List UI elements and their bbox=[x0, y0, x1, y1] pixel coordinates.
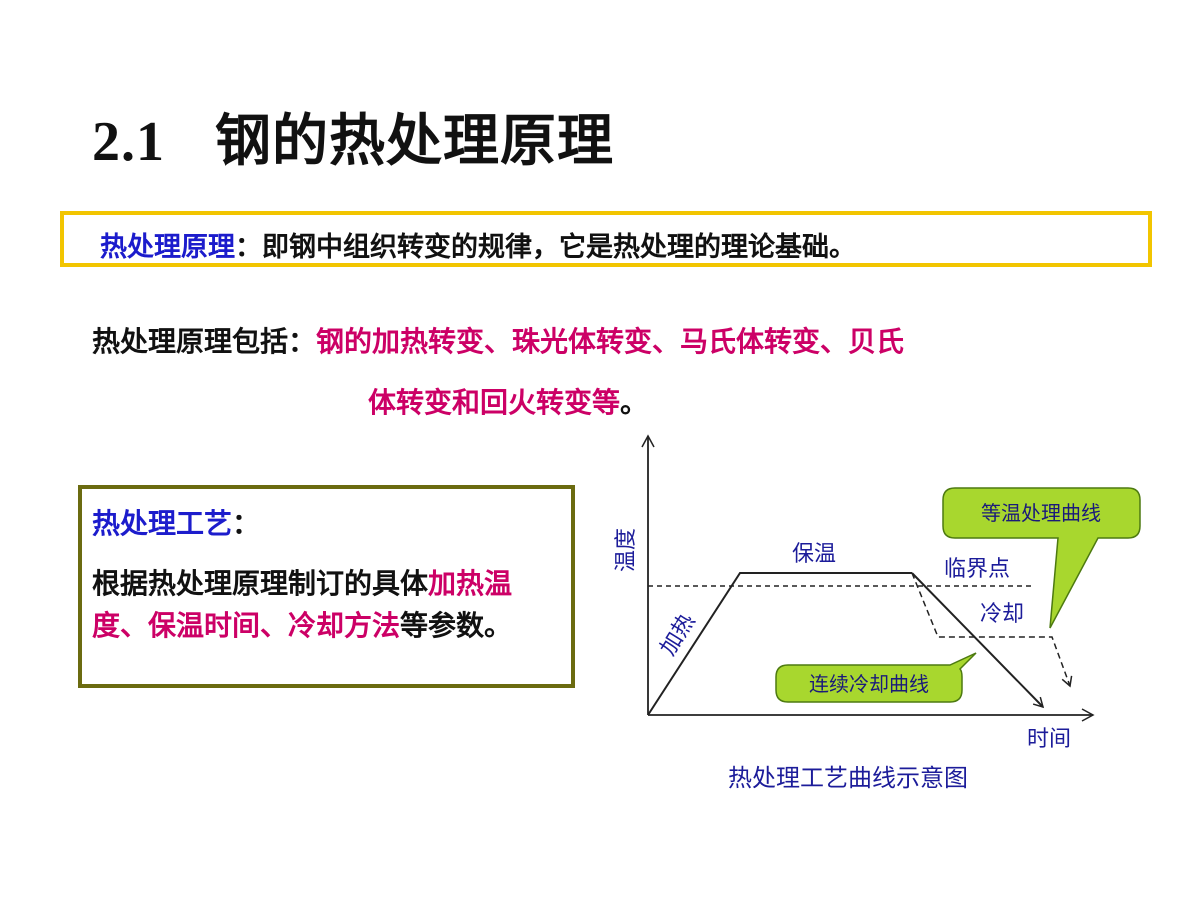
cooling-label: 冷却 bbox=[980, 602, 1024, 627]
process-term: 热处理工艺 bbox=[92, 507, 233, 540]
heating-holding-curve bbox=[647, 572, 912, 716]
definition-term: 热处理原理 bbox=[100, 232, 235, 263]
diagram-caption: 热处理工艺曲线示意图 bbox=[728, 764, 968, 792]
includes-items-2: 体转变和回火转变等 bbox=[368, 386, 621, 419]
x-axis-label: 时间 bbox=[1027, 727, 1071, 752]
continuous-callout-text: 连续冷却曲线 bbox=[809, 672, 929, 696]
includes-prefix: 热处理原理包括： bbox=[92, 325, 317, 358]
section-title: 钢的热处理原理 bbox=[215, 109, 614, 174]
continuous-callout-bubble bbox=[775, 652, 977, 703]
process-body-start: 根据热处理原理制订的具体 bbox=[92, 567, 429, 600]
includes-end: 。 bbox=[620, 386, 649, 419]
isothermal-callout-bubble bbox=[942, 487, 1141, 629]
definition-box bbox=[60, 211, 1152, 267]
process-box bbox=[78, 485, 575, 688]
definition-body: ：即钢中组织转变的规律，它是热处理的理论基础。 bbox=[235, 232, 856, 263]
critical-point-label: 临界点 bbox=[944, 557, 1010, 582]
isothermal-callout-text: 等温处理曲线 bbox=[981, 501, 1101, 525]
heating-label: 加热 bbox=[656, 610, 701, 661]
isothermal-cooling-curve bbox=[911, 572, 1073, 688]
process-highlight: 加热温度、保温时间、冷却方法 bbox=[92, 567, 513, 642]
definition-text: 热处理原理：即钢中组织转变的规律，它是热处理的理论基础。 bbox=[100, 225, 856, 264]
holding-label: 保温 bbox=[792, 542, 836, 567]
y-axis-label: 温度 bbox=[614, 528, 639, 572]
process-body: 根据热处理原理制订的具体加热温度、保温时间、冷却方法等参数。 bbox=[92, 563, 567, 647]
process-colon: ： bbox=[232, 507, 261, 540]
continuous-cooling-line bbox=[911, 572, 1045, 709]
includes-line-1: 热处理原理包括：钢的加热转变、珠光体转变、马氏体转变、贝氏 bbox=[92, 320, 904, 360]
process-heading: 热处理工艺： bbox=[92, 502, 260, 542]
includes-line-2: 体转变和回火转变等。 bbox=[368, 381, 648, 421]
process-body-end: 等参数。 bbox=[400, 609, 513, 642]
includes-items-1: 钢的加热转变、珠光体转变、马氏体转变、贝氏 bbox=[316, 325, 905, 358]
section-number: 2.1 bbox=[92, 111, 165, 173]
page-title: 2.1 钢的热处理原理 bbox=[92, 96, 614, 177]
